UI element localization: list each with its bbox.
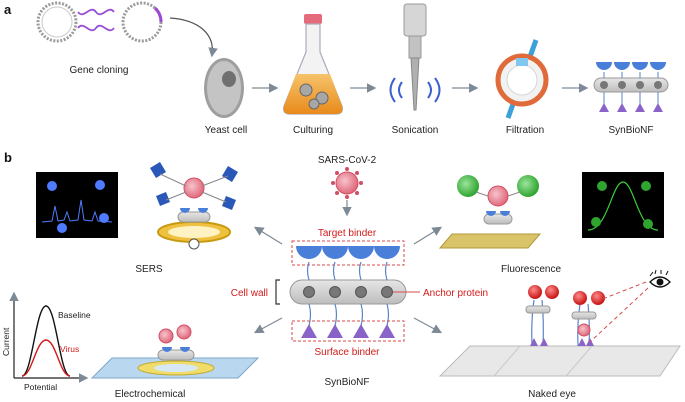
naked-eye-assembly-icon <box>525 285 605 347</box>
fluorescence-assembly-icon <box>438 175 542 249</box>
yeast-cell-icon <box>204 58 244 118</box>
step-label-gene-cloning: Gene cloning <box>70 65 129 76</box>
method-label-sers: SERS <box>135 264 163 275</box>
sers-spectrum-plot <box>36 172 118 238</box>
synbionf-small-icon <box>593 62 669 112</box>
step-label-sonication: Sonication <box>392 125 439 136</box>
method-label-electrochemical: Electrochemical <box>115 389 186 400</box>
sers-assembly-icon <box>150 162 238 250</box>
electro-legend-virus: Virus <box>60 344 79 354</box>
target-binder-label: Target binder <box>318 228 377 239</box>
step-label-yeast-cell: Yeast cell <box>205 125 247 136</box>
panel-b-label: b <box>4 150 12 165</box>
panel-a-label: a <box>4 2 12 17</box>
sound-wave-icon <box>389 77 441 103</box>
surface-binder-label: Surface binder <box>314 347 380 358</box>
electro-xlabel: Potential <box>24 382 57 392</box>
synbionf-center-label: SynBioNF <box>324 377 369 388</box>
target-binder-box <box>291 240 405 266</box>
virus-label: SARS-CoV-2 <box>318 155 377 166</box>
electrochemical-electrode-icon <box>90 324 260 379</box>
method-label-naked-eye: Naked eye <box>528 389 576 400</box>
dna-helix-icon <box>77 8 115 32</box>
eye-icon <box>649 269 671 288</box>
electro-ylabel: Current <box>1 327 11 356</box>
lateral-flow-strip-icon <box>438 345 681 377</box>
sonicator-probe-icon <box>403 3 427 111</box>
synbionf-large-icon <box>289 246 407 338</box>
syringe-filter-icon <box>495 39 549 119</box>
method-label-fluorescence: Fluorescence <box>501 264 561 275</box>
anchor-protein-label: Anchor protein <box>423 288 488 299</box>
recombinant-plasmid-icon <box>121 1 163 43</box>
step-label-filtration: Filtration <box>506 125 544 136</box>
cloning-to-yeast-arrow <box>169 17 218 58</box>
plasmid-icon <box>36 1 78 43</box>
method-arrows <box>253 226 443 334</box>
virus-icon <box>331 167 363 199</box>
electro-legend-baseline: Baseline <box>58 310 91 320</box>
culture-flask-icon <box>283 14 343 115</box>
step-label-synbionf: SynBioNF <box>608 125 653 136</box>
surface-binder-box <box>291 320 405 342</box>
cell-wall-bracket <box>275 279 280 305</box>
electrochemical-plot <box>9 291 89 383</box>
step-label-culturing: Culturing <box>293 125 333 136</box>
fluorescence-spectrum-plot <box>582 172 664 238</box>
eye-sight-lines <box>589 281 649 343</box>
cell-wall-label: Cell wall <box>231 288 268 299</box>
